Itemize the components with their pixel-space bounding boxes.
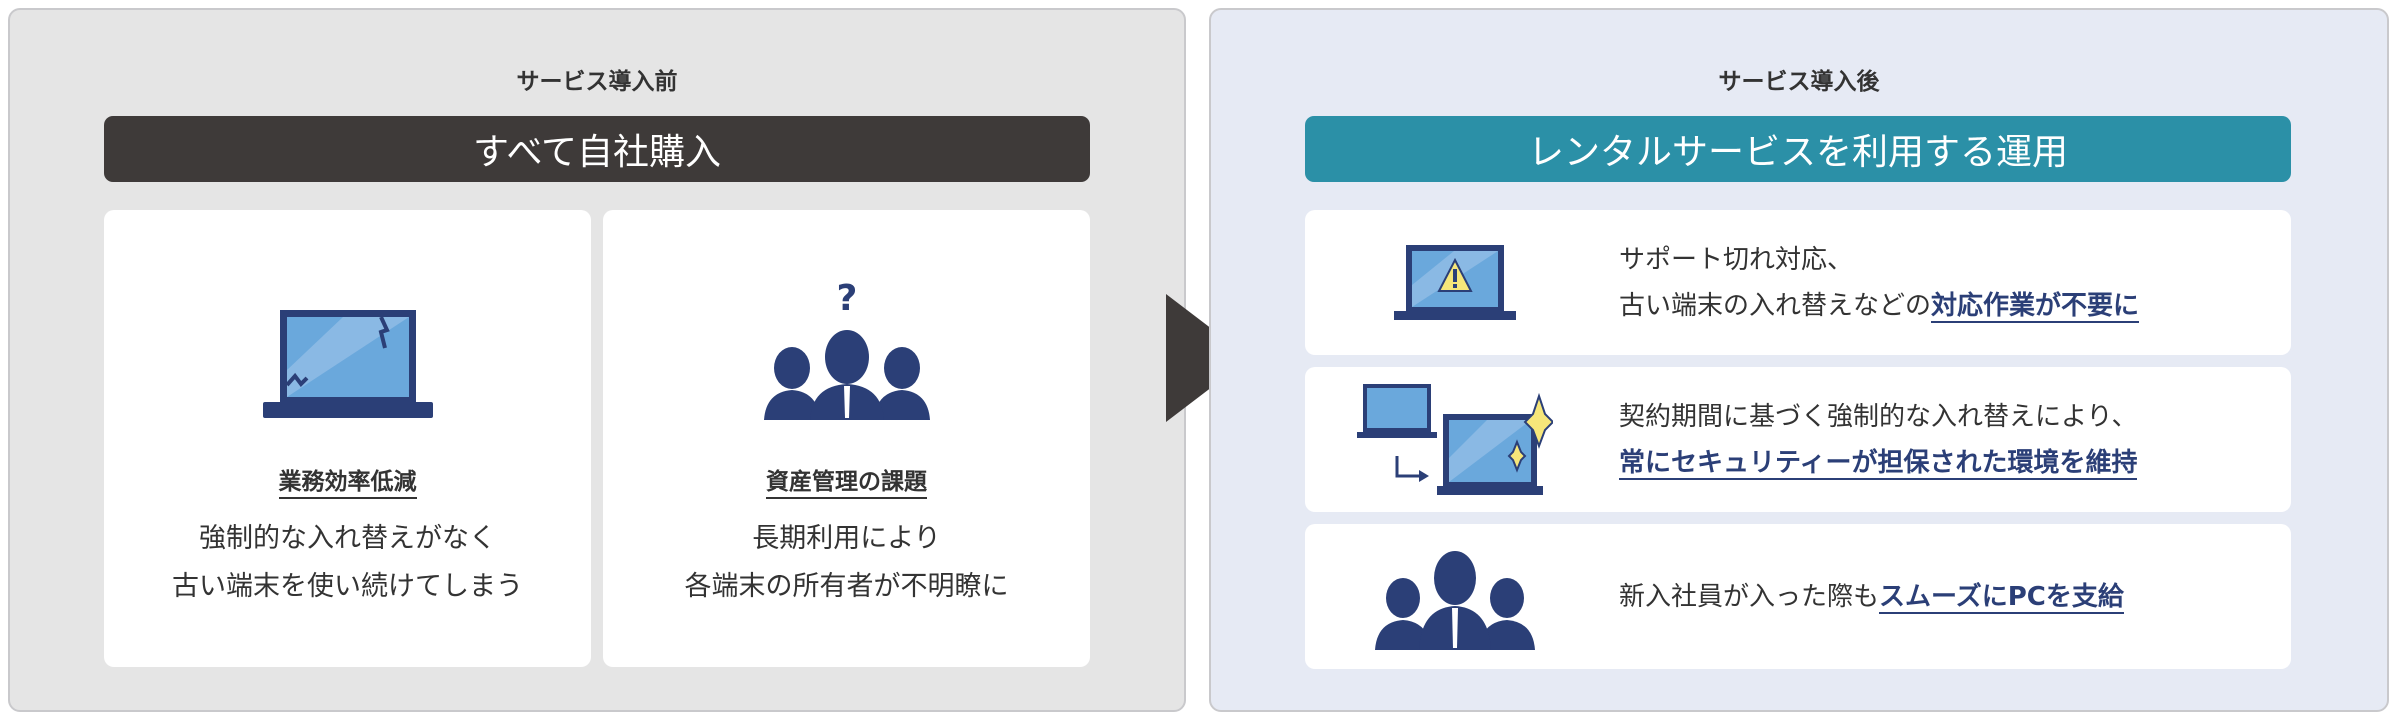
before-panel: サービス導入前 すべて自社購入 業務効率低減 強制的な入れ替えがなく古い端末を使… [8,8,1186,712]
card-title: 資産管理の課題 [603,462,1090,499]
laptop-warning-icon [1345,210,1565,355]
card-text: サポート切れ対応、 古い端末の入れ替えなどの対応作業が不要に [1619,244,2140,323]
before-header: すべて自社購入 [104,116,1090,182]
card-title: 業務効率低減 [104,462,591,499]
card-asset-management: ? 資産管理の課題 長期利用により各端末の所有者が不明瞭に [603,210,1090,667]
card-efficiency: 業務効率低減 強制的な入れ替えがなく古い端末を使い続けてしまう [104,210,591,667]
card-text: 強制的な入れ替えがなく古い端末を使い続けてしまう [172,523,523,602]
card-text: 新入社員が入った際もスムーズにPCを支給 [1619,581,2124,614]
after-header: レンタルサービスを利用する運用 [1305,116,2291,182]
people-icon [1345,524,1565,669]
after-panel: サービス導入後 レンタルサービスを利用する運用 サポート切れ対応、 古い端末の入… [1209,8,2389,712]
svg-text:?: ? [836,280,857,319]
card-no-support-work: サポート切れ対応、 古い端末の入れ替えなどの対応作業が不要に [1305,210,2291,355]
card-text: 長期利用により各端末の所有者が不明瞭に [684,523,1009,602]
laptop-replace-icon [1345,367,1565,512]
card-text: 契約期間に基づく強制的な入れ替えにより、 常にセキュリティーが担保された環境を維… [1619,401,2138,480]
before-title: サービス導入前 [516,69,678,95]
card-security: 契約期間に基づく強制的な入れ替えにより、 常にセキュリティーが担保された環境を維… [1305,367,2291,512]
confused-people-icon: ? [603,280,1090,420]
card-onboarding: 新入社員が入った際もスムーズにPCを支給 [1305,524,2291,669]
broken-laptop-icon [104,280,591,420]
after-title: サービス導入後 [1718,69,1880,95]
